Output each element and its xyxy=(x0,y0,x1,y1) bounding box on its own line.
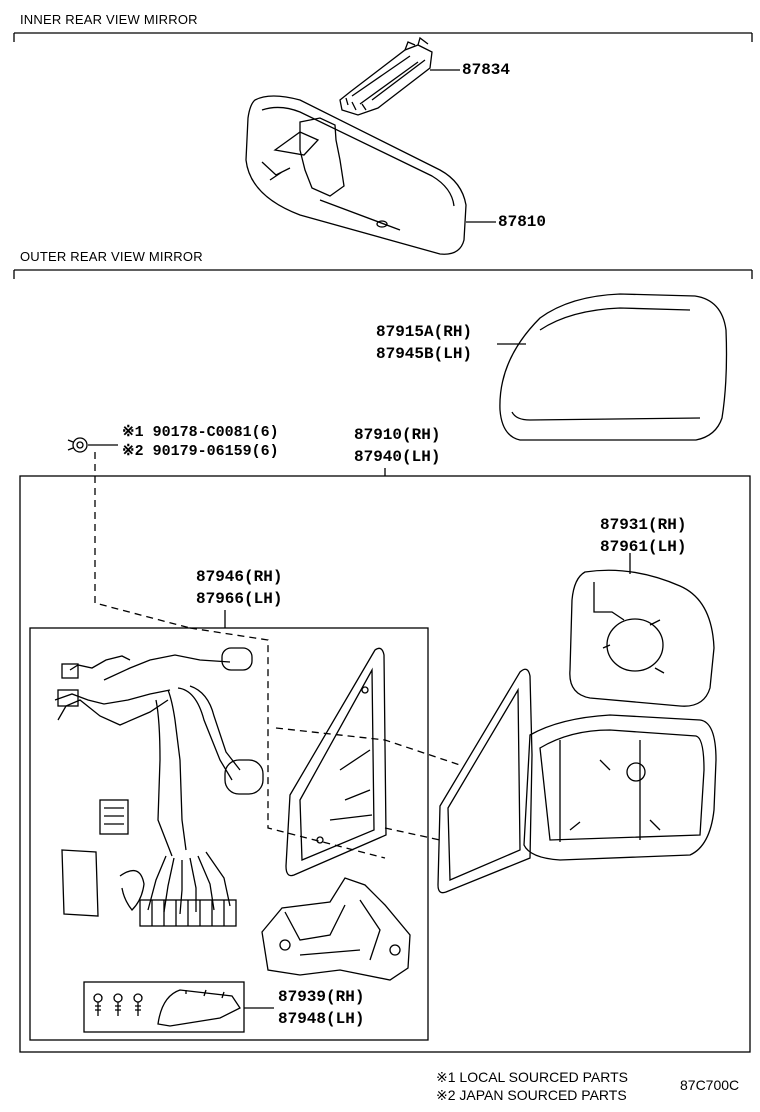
mirror-cover-87915A xyxy=(499,293,728,441)
screw-dashed-leader xyxy=(94,452,191,629)
clip xyxy=(119,869,145,911)
side-lamp-87939 xyxy=(157,989,241,1027)
alignment-dashed-2 xyxy=(275,727,461,766)
part-number-harness-rh: 87946(RH) xyxy=(196,568,283,586)
mirror-cover-87834 xyxy=(339,36,433,116)
screw-90178 xyxy=(67,437,88,453)
pad-sheet xyxy=(61,849,99,917)
wire-harness-87946 xyxy=(54,647,264,927)
part-number-lamp-rh: 87939(RH) xyxy=(278,988,365,1006)
lamp-subframe xyxy=(83,981,245,1033)
part-number-87834: 87834 xyxy=(462,61,511,79)
part-number-assy-rh: 87910(RH) xyxy=(354,426,441,444)
part-number-lamp-lh: 87948(LH) xyxy=(278,1010,365,1028)
footnote-local-sourced: ※1 LOCAL SOURCED PARTS xyxy=(436,1069,628,1085)
inner-section-divider xyxy=(13,32,753,42)
inner-section-title: INNER REAR VIEW MIRROR xyxy=(20,12,198,27)
base-bracket xyxy=(285,647,387,877)
part-number-glass-rh: 87931(RH) xyxy=(600,516,687,534)
inner-mirror-87810 xyxy=(245,95,467,255)
alignment-dashed-1 xyxy=(189,627,386,859)
part-number-screw-1: ※1 90178-C0081(6) xyxy=(122,424,279,441)
part-number-cover-lh: 87945B(LH) xyxy=(376,345,473,363)
outer-section-divider xyxy=(13,269,753,279)
alignment-dashed-3 xyxy=(384,827,441,841)
lamp-screws xyxy=(93,993,143,1016)
harness-subframe xyxy=(29,610,429,1041)
part-number-screw-2: ※2 90179-06159(6) xyxy=(122,443,279,460)
part-number-glass-lh: 87961(LH) xyxy=(600,538,687,556)
diagram-code: 87C700C xyxy=(680,1077,740,1093)
part-number-87810: 87810 xyxy=(498,213,547,231)
mirror-glass-87931 xyxy=(569,569,715,707)
part-number-assy-lh: 87940(LH) xyxy=(354,448,441,466)
assembly-frame xyxy=(19,468,751,1053)
mirror-actuator xyxy=(261,877,411,981)
part-number-cover-rh: 87915A(RH) xyxy=(376,323,473,341)
part-number-harness-lh: 87966(LH) xyxy=(196,590,283,608)
outer-section-title: OUTER REAR VIEW MIRROR xyxy=(20,249,203,264)
mirror-housing xyxy=(437,668,717,894)
connector-small xyxy=(99,799,129,835)
footnote-japan-sourced: ※2 JAPAN SOURCED PARTS xyxy=(436,1087,627,1103)
